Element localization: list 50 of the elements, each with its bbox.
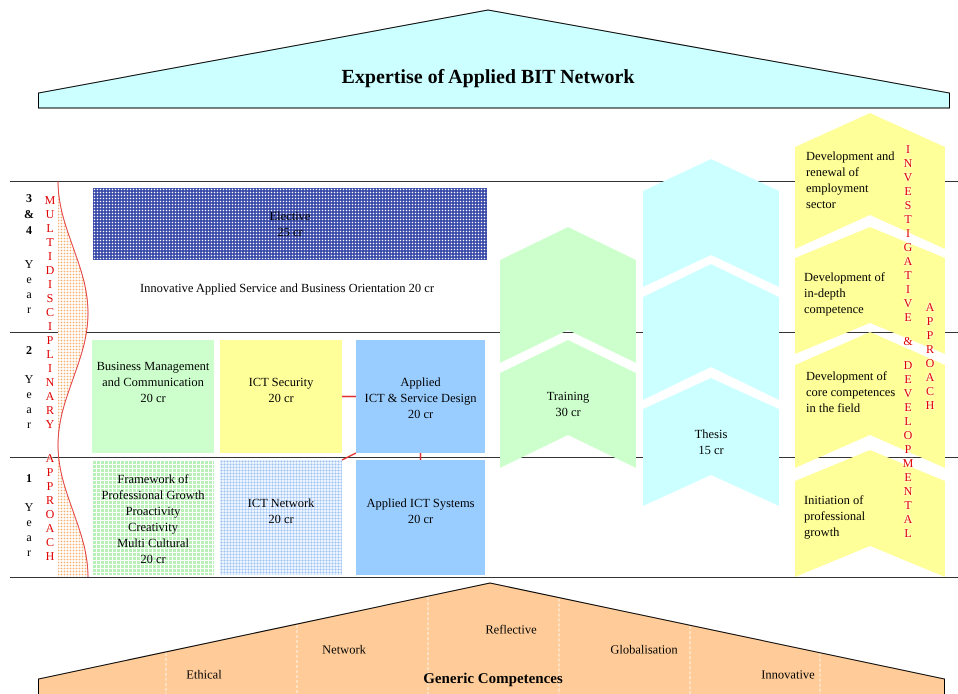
vertical-text: APPROACH: [924, 300, 936, 412]
course-text: Creativity: [127, 519, 179, 535]
course-text: ICT Security: [248, 374, 314, 390]
band-text: Innovative Applied Service and Business Orientation 20 cr: [138, 280, 436, 296]
course-text: Applied: [399, 374, 442, 390]
course-text: Business Management and Communication: [96, 358, 210, 390]
course-text: Applied ICT Systems: [365, 495, 476, 511]
vertical-text: Year: [24, 500, 34, 560]
course-text: 20 cr: [139, 551, 167, 567]
vertical-text: 3 & 4: [23, 190, 35, 238]
vertical-text: Year: [24, 257, 34, 317]
course-box: [356, 340, 485, 453]
course-box: [92, 460, 214, 575]
course-text: 20 cr: [406, 406, 434, 422]
chevron-text: Thesis 15 cr: [694, 426, 728, 458]
course-box: [220, 340, 342, 453]
competence-text: Reflective: [485, 622, 537, 638]
roof-title: Expertise of Applied BIT Network: [342, 65, 634, 89]
connector-line: [342, 396, 356, 398]
course-box: [356, 460, 485, 575]
course-text: Proactivity: [124, 503, 182, 519]
chevron-text: Development of in-depth competence: [804, 269, 886, 317]
course-text: 25 cr: [276, 224, 304, 240]
course-text: 20 cr: [267, 511, 295, 527]
course-text: ICT Network: [246, 495, 316, 511]
course-text: 20 cr: [139, 390, 167, 406]
course-text: ICT & Service Design: [364, 390, 478, 406]
competence-text: Globalisation: [610, 642, 678, 658]
vertical-text: Year: [24, 372, 34, 432]
course-text: Elective: [268, 208, 312, 224]
chevron-text: Initiation of professional growth: [804, 492, 866, 540]
course-box: [93, 188, 487, 260]
vertical-text: 1: [25, 470, 33, 486]
competence-text: Ethical: [186, 668, 222, 682]
competence-text: Network: [322, 642, 366, 658]
course-text: Framework of Professional Growth: [100, 471, 206, 503]
chevron-text: Training 30 cr: [546, 388, 590, 420]
base-title: Generic Competences: [423, 670, 563, 688]
vertical-text: 2: [25, 342, 33, 358]
course-text: Multi Cultural: [116, 535, 190, 551]
course-text: 20 cr: [406, 511, 434, 527]
course-text: 20 cr: [267, 390, 295, 406]
competence-text: Innovative: [761, 668, 815, 682]
connector-line: [420, 453, 422, 460]
course-box: [92, 340, 214, 453]
connector-line: [342, 452, 356, 461]
chevron-text: Development of core competences in the field: [806, 368, 896, 416]
vertical-text: INVESTIGATIVE & DEVELOPMENTAL: [902, 142, 914, 542]
course-box: [220, 460, 342, 575]
chevron-text: Development and renewal of employment sector: [806, 148, 896, 212]
